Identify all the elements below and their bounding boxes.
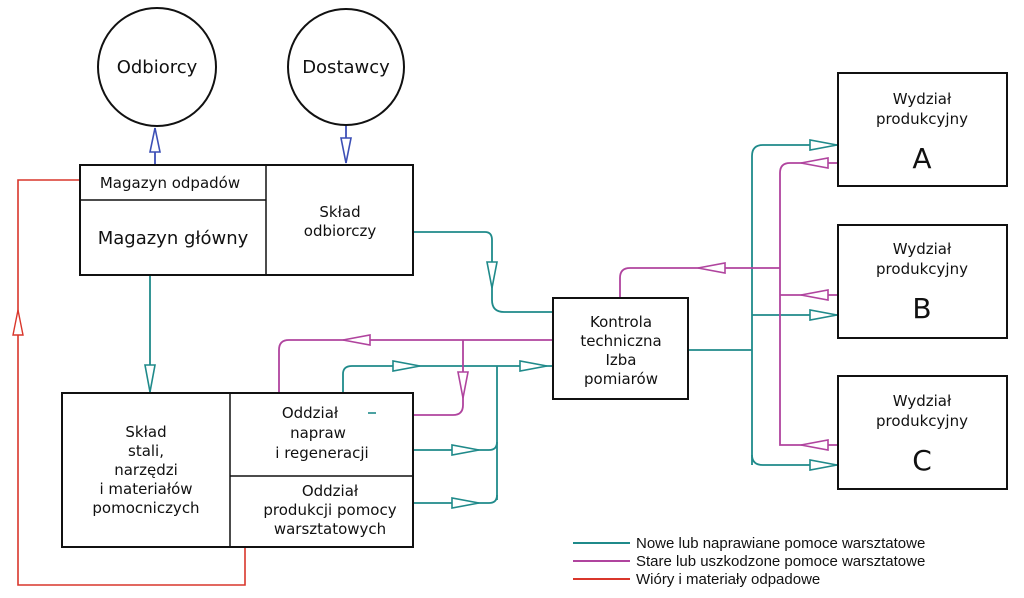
- kontrola-box: [552, 297, 689, 400]
- teal-arrowhead-c: [809, 459, 838, 471]
- dostawcy-circle: [287, 8, 405, 126]
- node-kontrola: Kontrola techniczna Izba pomiarów: [552, 297, 689, 400]
- legend-item-new-tools: Nowe lub naprawiane pomoce warsztatowe: [573, 535, 925, 552]
- legend-item-waste: Wióry i materiały odpadowe: [573, 571, 820, 588]
- node-sklad-stali-block: Skład stali, narzędzi i materiałów pomoc…: [61, 392, 414, 548]
- teal-arrowhead-right-3: [451, 444, 480, 456]
- magenta-to-napraw: [278, 339, 553, 393]
- odbiorcy-label: Odbiorcy: [117, 57, 198, 78]
- wydzial-b-line-2: produkcyjny: [876, 260, 968, 278]
- legend-label-new-tools: Nowe lub naprawiane pomoce warsztatowe: [636, 535, 925, 552]
- sklad-stali-line-5: pomocniczych: [92, 499, 199, 517]
- new-tools-flow-lines: [144, 139, 838, 509]
- wydzial-c-letter: C: [912, 444, 932, 477]
- node-wydzial-c: Wydział produkcyjny C: [837, 375, 1008, 490]
- magenta-arrowhead-left: [697, 262, 726, 274]
- legend-item-old-tools: Stare lub uszkodzone pomoce warsztatowe: [573, 553, 925, 570]
- wydzial-b-line-1: Wydział: [893, 240, 952, 258]
- node-wydzial-b: Wydział produkcyjny B: [837, 224, 1008, 339]
- magazyn-glowny-label: Magazyn główny: [98, 228, 249, 249]
- node-wydzial-a: Wydział produkcyjny A: [837, 72, 1008, 187]
- magazyn-odpadow-label: Magazyn odpadów: [100, 174, 240, 192]
- oddzial-produkcji-line-3: warsztatowych: [274, 520, 386, 538]
- magenta-arrowhead-c: [800, 439, 829, 451]
- old-tools-flow-lines: [278, 157, 838, 451]
- sklad-odbiorczy-line-1: Skład: [319, 203, 360, 221]
- teal-arrowhead-a: [809, 139, 838, 151]
- teal-produkcji-output: [413, 494, 498, 504]
- sklad-stali-line-1: Skład: [125, 423, 166, 441]
- node-odbiorcy: Odbiorcy: [97, 7, 217, 127]
- wydzial-a-box: [837, 72, 1008, 187]
- wydzial-a-letter: A: [912, 142, 931, 175]
- teal-napraw-to-kontrola: [342, 365, 553, 393]
- magenta-arrowhead-left-2: [342, 334, 371, 346]
- magenta-arrowhead-down: [457, 371, 469, 399]
- oddzial-napraw-line-1: Oddział: [282, 404, 339, 422]
- wydzial-a-line-2: produkcyjny: [876, 110, 968, 128]
- supply-flow-lines: [149, 125, 352, 165]
- teal-to-c: [751, 454, 838, 466]
- teal-odbiorczy-to-kontrola: [413, 231, 553, 313]
- odbiorcy-circle: [97, 7, 217, 127]
- legend-label-old-tools: Stare lub uszkodzone pomoce warsztatowe: [636, 553, 925, 570]
- oddzial-produkcji-line-1: Oddział: [302, 482, 359, 500]
- sklad-odbiorczy-line-2: odbiorczy: [304, 222, 377, 240]
- magenta-arrowhead-a: [800, 157, 829, 169]
- to-odbiorcy-arrowhead: [149, 127, 161, 153]
- sklad-block-box: [61, 392, 414, 548]
- teal-napraw-output: [413, 441, 498, 451]
- magazyn-box: [79, 164, 414, 276]
- teal-arrowhead-b: [809, 309, 838, 321]
- magenta-down-to-napraw: [413, 340, 464, 416]
- teal-arrowhead-down: [486, 261, 498, 289]
- sklad-stali-line-4: i materiałów: [99, 480, 192, 498]
- wydzial-c-line-1: Wydział: [893, 392, 952, 410]
- node-magazyn: Magazyn odpadów Magazyn główny Skład odb…: [79, 164, 414, 276]
- teal-arrowhead-right-1: [392, 360, 421, 372]
- wydzial-a-line-1: Wydział: [893, 90, 952, 108]
- from-dostawcy-arrowhead: [340, 137, 352, 164]
- sklad-stali-line-3: narzędzi: [114, 461, 178, 479]
- dostawcy-label: Dostawcy: [302, 57, 390, 78]
- teal-arrowhead-right-2: [519, 360, 548, 372]
- teal-arrowhead-down-2: [144, 364, 156, 393]
- wydzial-c-line-2: produkcyjny: [876, 412, 968, 430]
- wydzial-b-letter: B: [912, 292, 931, 325]
- waste-arrowhead: [12, 309, 24, 336]
- wydzial-c-box: [837, 375, 1008, 490]
- legend: Nowe lub naprawiane pomoce warsztatowe S…: [573, 535, 925, 588]
- kontrola-line-1: Kontrola: [590, 313, 652, 331]
- oddzial-napraw-line-2: napraw: [290, 424, 346, 442]
- sklad-stali-line-2: stali,: [128, 442, 164, 460]
- node-dostawcy: Dostawcy: [287, 8, 405, 126]
- teal-arrowhead-right-4: [451, 497, 480, 509]
- magenta-collector: [779, 162, 838, 446]
- legend-label-waste: Wióry i materiały odpadowe: [636, 571, 820, 588]
- magenta-arrowhead-b: [800, 289, 829, 301]
- kontrola-line-3: Izba: [605, 351, 636, 369]
- kontrola-line-2: techniczna: [580, 332, 661, 350]
- oddzial-produkcji-line-2: produkcji pomocy: [263, 501, 396, 519]
- teal-distribution: [751, 144, 838, 465]
- oddzial-napraw-line-3: i regeneracji: [275, 444, 368, 462]
- kontrola-line-4: pomiarów: [584, 370, 658, 388]
- wydzial-b-box: [837, 224, 1008, 339]
- magenta-to-kontrola: [619, 267, 780, 298]
